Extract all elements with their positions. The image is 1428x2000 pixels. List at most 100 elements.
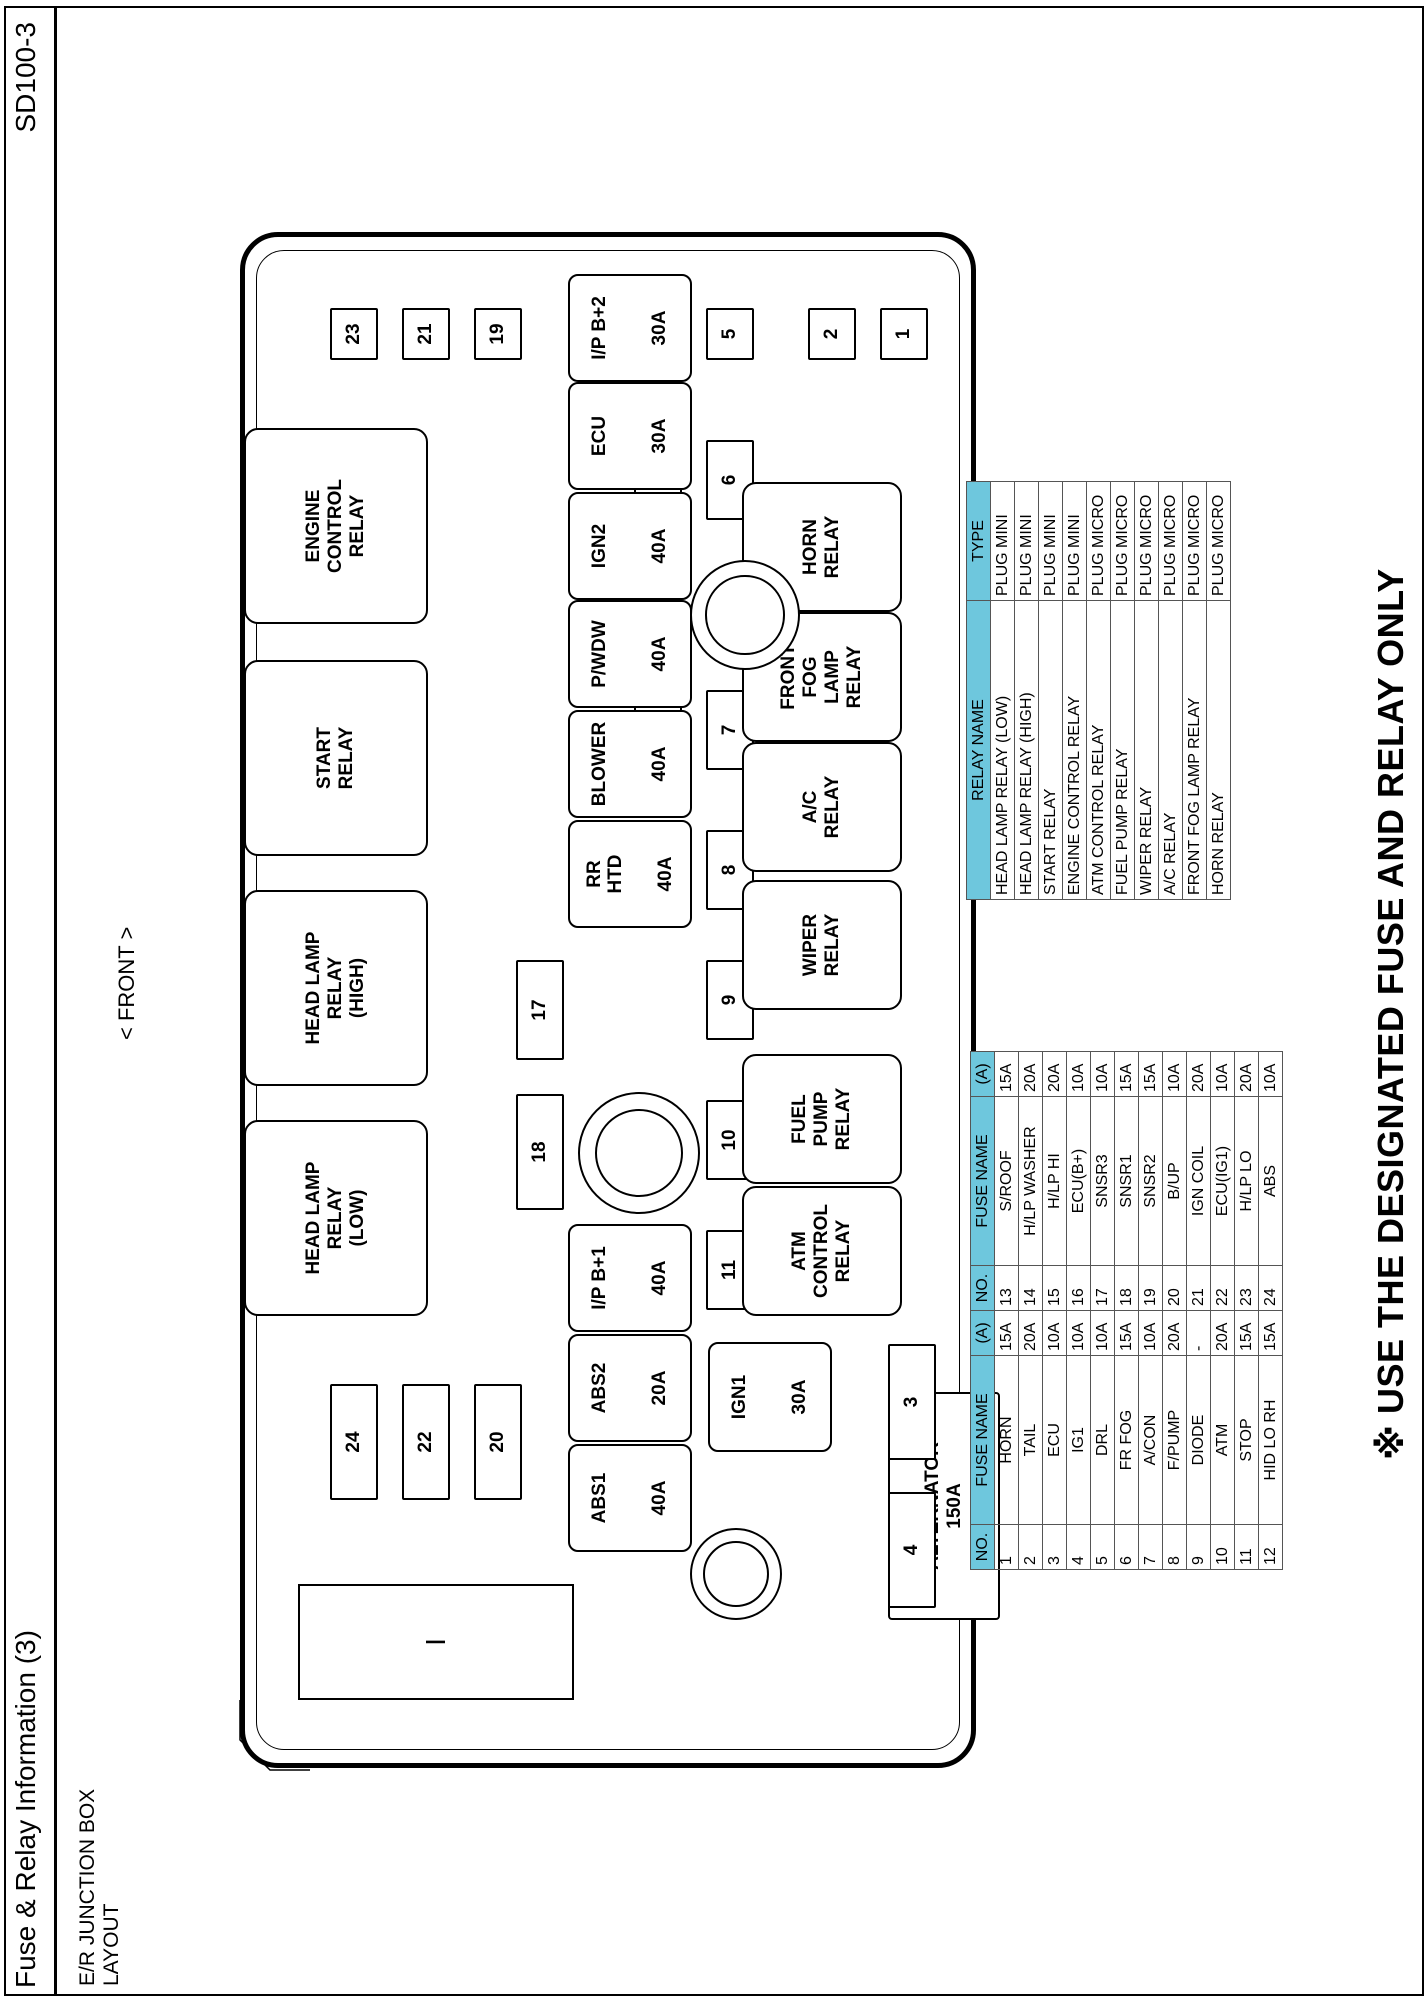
multi-fuse-name: ABS1 [589, 1472, 611, 1524]
multi-fuse-name: IGN2 [589, 523, 611, 569]
relay-table-cell: FRONT FOG LAMP RELAY [1182, 600, 1207, 900]
fuse-table-cell: 20A [1186, 1051, 1211, 1097]
fuse-table-header-cell: NO. [970, 1265, 995, 1311]
fuse-table-header-cell: (A) [970, 1310, 995, 1356]
relay-table-cell: FUEL PUMP RELAY [1110, 600, 1135, 900]
relay-fuel-pump-relay: FUEL PUMP RELAY [742, 1054, 902, 1184]
relay-table-cell: PLUG MINI [1038, 481, 1063, 601]
mounting-bolt [690, 560, 800, 670]
relay-table-cell: ATM CONTROL RELAY [1086, 600, 1111, 900]
multi-fuse-name: ABS2 [589, 1362, 611, 1414]
fuse-table-cell: H/LP WASHER [1018, 1096, 1043, 1266]
relay-table-cell: HORN RELAY [1206, 600, 1231, 900]
fuse-table-cell: ABS [1258, 1096, 1283, 1266]
fuse-table-cell: 15A [1114, 1051, 1139, 1097]
fuse-table-cell: TAIL [1018, 1355, 1043, 1525]
fuse-table-cell: HID LO RH [1258, 1355, 1283, 1525]
multi-fuse-name: I/P B+2 [589, 296, 611, 360]
fuse-table-cell: 22 [1210, 1265, 1235, 1311]
fuse-slot-23: 23 [330, 308, 378, 360]
usage-note: ※ USE THE DESIGNATED FUSE AND RELAY ONLY [1370, 568, 1411, 1460]
fuse-table-cell: 10A [1066, 1310, 1091, 1356]
fuse-table-cell: ECU [1042, 1355, 1067, 1525]
multi-fuse-amp: 40A [649, 1260, 671, 1296]
page-code: SD100-3 [10, 22, 41, 133]
relay-table-cell: A/C RELAY [1158, 600, 1183, 900]
fuse-table-cell: 10A [1090, 1310, 1115, 1356]
fuse-table-cell: A/CON [1138, 1355, 1163, 1525]
fuse-table-cell: SNSR2 [1138, 1096, 1163, 1266]
fuse-table-cell: 15A [1138, 1051, 1163, 1097]
relay-head-lamp-relay-high: HEAD LAMP RELAY (HIGH) [244, 890, 428, 1086]
fuse-table-cell: IGN COIL [1186, 1096, 1211, 1266]
fuse-table-cell: 20A [1234, 1051, 1259, 1097]
fuse-table-cell: 23 [1234, 1265, 1259, 1311]
mounting-bolt-center [702, 1540, 770, 1608]
subtitle-line2: LAYOUT [100, 1903, 123, 1986]
fuse-table-cell: 5 [1090, 1524, 1115, 1570]
multi-fuse-abs1: ABS1 40A [568, 1444, 692, 1552]
fuse-table-cell: FR FOG [1114, 1355, 1139, 1525]
box-corner-tab [239, 1700, 310, 1771]
relay-table-cell: PLUG MICRO [1182, 481, 1207, 601]
fuse-slot-1: 1 [880, 308, 928, 360]
fuse-table-cell: 6 [1114, 1524, 1139, 1570]
multi-fuse-amp: 40A [654, 856, 676, 892]
fuse-table-cell: 17 [1090, 1265, 1115, 1311]
fuse-table-cell: S/ROOF [994, 1096, 1019, 1266]
multi-fuse-amp: 40A [649, 1480, 671, 1516]
fuse-table-cell: 15A [1114, 1310, 1139, 1356]
fuse-slot-2: 2 [808, 308, 856, 360]
fuse-table-header-cell: (A) [970, 1051, 995, 1097]
fuse-table-cell: 8 [1162, 1524, 1187, 1570]
fuse-table-cell: 20A [1018, 1051, 1043, 1097]
fuse-table-header-cell: FUSE NAME [970, 1096, 995, 1266]
relay-table-cell: PLUG MICRO [1206, 481, 1231, 601]
fuse-table-cell: ECU(IG1) [1210, 1096, 1235, 1266]
fuse-slot-5: 5 [706, 308, 754, 360]
fuse-table-cell: ECU(B+) [1066, 1096, 1091, 1266]
fuse-table-cell: 7 [1138, 1524, 1163, 1570]
fuse-table-cell: 20A [1018, 1310, 1043, 1356]
fuse-slot-22: 22 [402, 1384, 450, 1500]
multi-fuse-amp: 40A [649, 746, 671, 782]
fuse-table-cell: 15A [1258, 1310, 1283, 1356]
fuse-table-cell: ATM [1210, 1355, 1235, 1525]
fuse-table-cell: 20A [1162, 1310, 1187, 1356]
fuse-table-cell: 12 [1258, 1524, 1283, 1570]
table-row: HEAD LAMP RELAY (LOW)PLUG MINI [990, 481, 1015, 900]
fuse-table-cell: 1 [994, 1524, 1019, 1570]
relay-table-cell: PLUG MINI [990, 481, 1015, 601]
blank-slot: I [298, 1584, 574, 1700]
multi-fuse-amp: 40A [649, 636, 671, 672]
front-label: < FRONT > [114, 926, 139, 1040]
fuse-table-cell: 15A [994, 1310, 1019, 1356]
fuse-slot-3: 3 [888, 1344, 936, 1460]
fuse-slot-19: 19 [474, 308, 522, 360]
fuse-table-cell: 20A [1042, 1051, 1067, 1097]
fuse-table-cell: 24 [1258, 1265, 1283, 1311]
fuse-table-header-cell: FUSE NAME [970, 1355, 995, 1525]
relay-table-cell: PLUG MICRO [1134, 481, 1159, 601]
fuse-table-cell: 10A [1066, 1051, 1091, 1097]
fuse-table-cell: 2 [1018, 1524, 1043, 1570]
relay-table-cell: START RELAY [1038, 600, 1063, 900]
fuse-table-cell: - [1186, 1310, 1211, 1356]
fuse-table-cell: F/PUMP [1162, 1355, 1187, 1525]
fuse-slot-17: 17 [516, 960, 564, 1060]
fuse-table-header: NO.FUSE NAME(A)NO.FUSE NAME(A) [970, 1051, 995, 1570]
fuse-table-cell: IG1 [1066, 1355, 1091, 1525]
page-title: Fuse & Relay Information (3) [10, 1630, 41, 1988]
